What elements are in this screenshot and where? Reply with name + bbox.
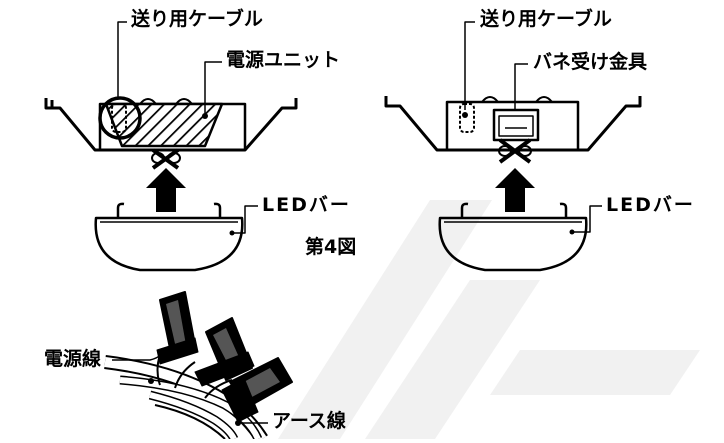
right-housing <box>384 96 642 152</box>
left-cable-circle <box>98 96 142 140</box>
earth-wire-label: アース線 <box>272 410 346 432</box>
right-up-arrow <box>495 168 535 212</box>
left-led-label: LEDバー <box>262 194 351 216</box>
left-up-arrow <box>146 168 186 212</box>
left-cable-label: 送り用ケーブル <box>131 8 263 30</box>
spring-bracket <box>492 108 540 142</box>
left-led-bar <box>94 216 244 272</box>
power-unit-block <box>104 102 224 148</box>
watermark <box>278 200 700 439</box>
wire-nut-2 <box>194 317 255 387</box>
wire-nut-3 <box>221 357 293 423</box>
power-unit-label: 電源ユニット <box>226 49 341 71</box>
figure-label: 第4図 <box>305 236 357 258</box>
spring-bracket-label: バネ受け金具 <box>533 51 648 73</box>
right-cable-label: 送り用ケーブル <box>480 8 612 30</box>
right-assembly <box>384 21 642 272</box>
right-led-bar <box>438 216 588 272</box>
left-assembly <box>44 21 298 272</box>
right-led-label: LEDバー <box>606 194 695 216</box>
wire-nut-1 <box>156 291 199 365</box>
wire-connectors <box>104 291 293 443</box>
power-wire-label: 電源線 <box>44 348 102 370</box>
left-housing <box>44 98 298 152</box>
